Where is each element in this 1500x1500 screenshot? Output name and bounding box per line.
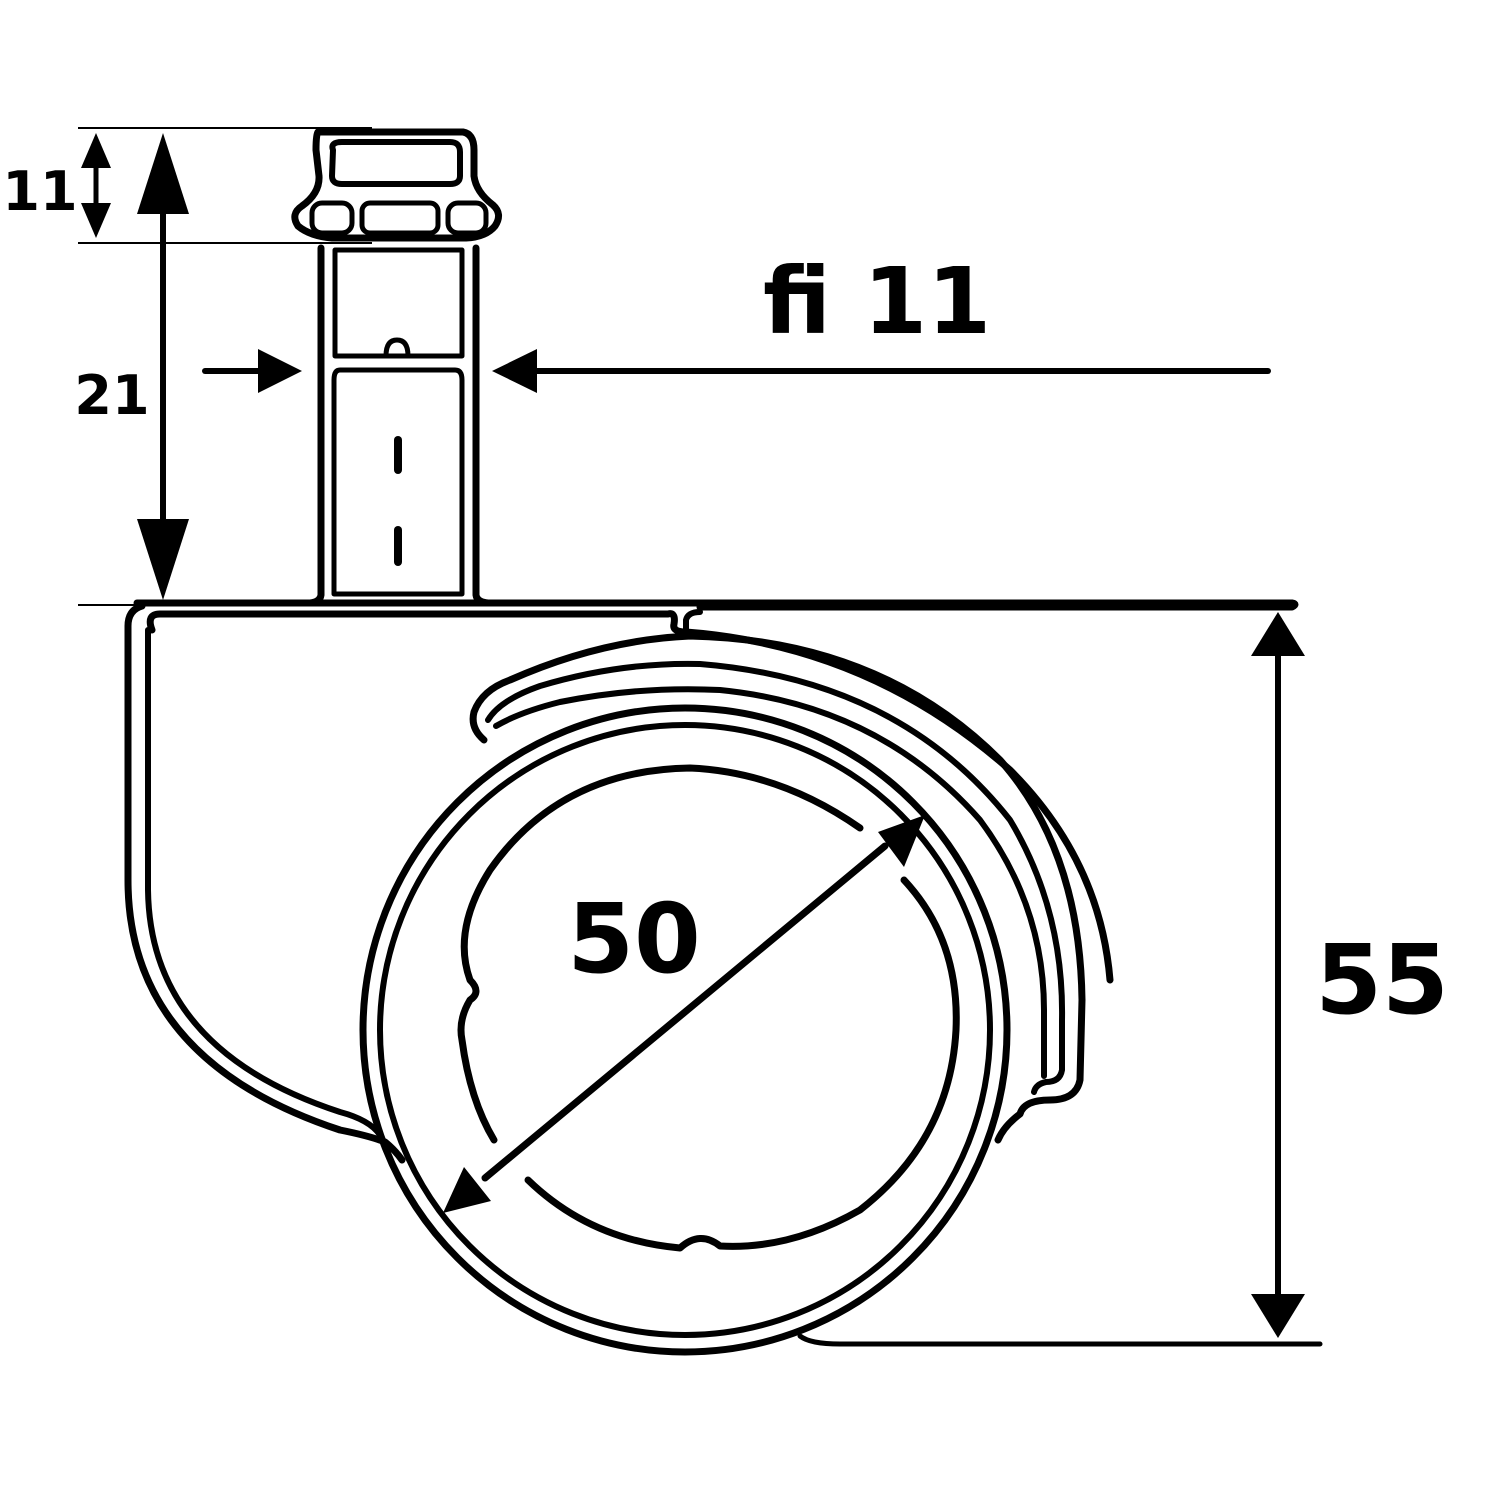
dimension-total-height [1251,612,1305,1338]
dimension-pin-diameter [202,349,1271,393]
label-pin-diameter: fi 11 [763,248,991,355]
dimension-wheel-diameter [443,815,925,1213]
wheel-guard [469,632,1086,1144]
caster-housing [124,599,1299,1164]
dimension-pin-head [81,133,111,238]
pin-shaft [306,244,492,607]
pin-head [291,128,502,242]
dimension-pin-height [137,133,189,600]
label-wheel-diameter: 50 [567,883,701,995]
label-total-height: 55 [1315,924,1449,1036]
label-pin-height: 21 [74,364,149,427]
label-pin-head-height: 11 [2,160,77,223]
wheel [359,704,1323,1356]
